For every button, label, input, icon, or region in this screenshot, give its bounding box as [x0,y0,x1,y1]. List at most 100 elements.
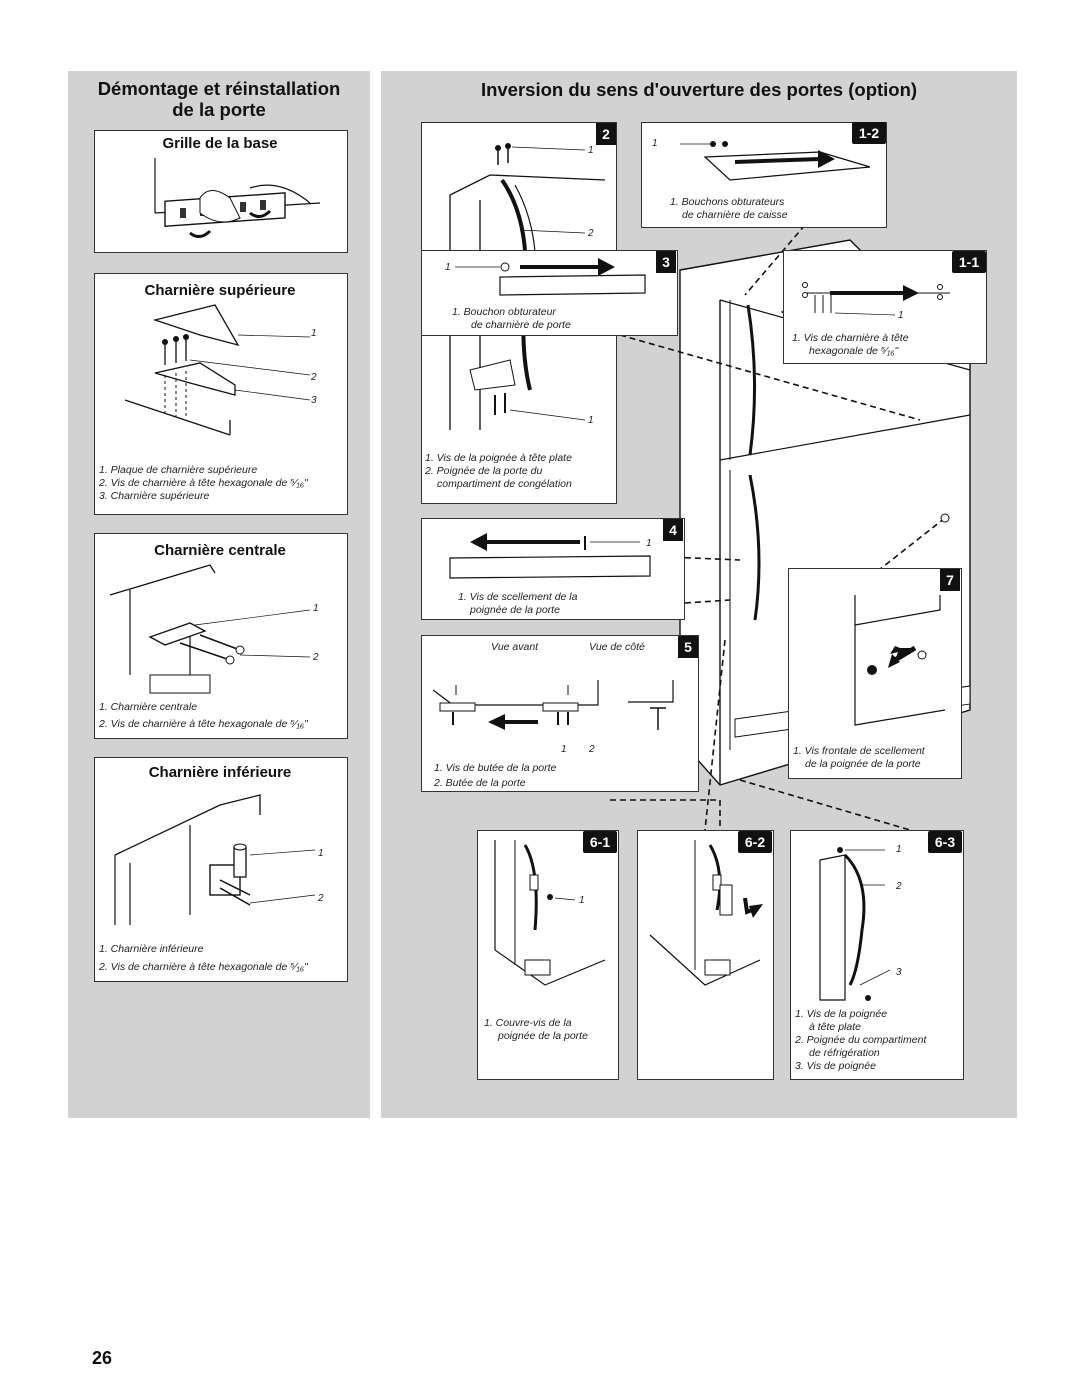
step12-illustration [680,141,871,181]
left-title-line1: Démontage et réinstallation [97,78,341,99]
step63-caption-2: à tête plate [809,1021,861,1033]
centrale-caption-2: 2. Vis de charnière à tête hexagonale de… [99,718,308,730]
step5-illustration [432,680,674,730]
step7-captions: 1. Vis frontale de scellement de la poig… [793,745,925,771]
sup-caption-2: 2. Vis de charnière à tête hexagonale de… [99,477,308,489]
step63-illustration [819,847,891,1001]
step62-badge: 6-2 [738,831,772,853]
step11-caption-1: 1. Vis de charnière à tête [792,332,909,344]
sup-callout-1: 1 [311,328,317,339]
centrale-box [94,533,348,739]
step7-illustration [854,595,946,726]
sup-box [94,273,348,515]
step7-badge: 7 [940,569,960,591]
step4-captions: 1. Vis de scellement de la poignée de la… [458,591,577,617]
step2-caption-3: compartiment de congélation [437,478,572,490]
step63-captions: 1. Vis de la poignée à tête plate 2. Poi… [795,1008,926,1073]
step5-box [421,635,699,792]
inf-title: Charnière inférieure [148,764,292,781]
step61-illustration [494,840,606,986]
step4-badge: 4 [663,519,683,541]
step62-illustration [649,840,763,986]
sup-title: Charnière supérieure [144,282,296,299]
step12-captions: 1. Bouchons obturateurs de charnière de … [670,196,788,222]
step4-caption-1: 1. Vis de scellement de la [458,591,578,603]
step5-callout-2: 2 [589,744,595,755]
step63-box [790,830,964,1080]
step63-caption-4: de réfrigération [809,1047,880,1059]
step3-captions: 1. Bouchon obturateur de charnière de po… [452,306,571,332]
step61-box [477,830,619,1080]
centrale-callout-2: 2 [313,652,319,663]
grille-title: Grille de la base [162,135,278,152]
step11-captions: 1. Vis de charnière à tête hexagonale de… [792,332,909,358]
inf-caption-1: 1. Charnière inférieure [99,943,204,955]
step3-badge: 3 [656,251,676,273]
step12-badge: 1-2 [852,122,886,144]
step2-badge: 2 [596,123,616,145]
page-number: 26 [92,1348,113,1368]
step63-caption-5: 3. Vis de poignée [795,1060,876,1072]
step5-caption-2: 2. Butée de la porte [434,777,526,789]
step3-caption-2: de charnière de porte [471,319,571,331]
sup-caption-1: 1. Plaque de charnière supérieure [99,464,258,476]
inf-illustration [114,794,316,925]
step61-caption-2: poignée de la porte [498,1030,588,1042]
step3-illustration [455,258,646,296]
step2-caption-2: 2. Poignée de la porte du [425,465,543,477]
step63-badge: 6-3 [928,831,962,853]
step63-callout-3: 3 [896,967,902,978]
left-title-line2: de la porte [172,99,266,120]
step62-box [637,830,774,1080]
step63-caption-3: 2. Poignée du compartiment [795,1034,927,1046]
inf-callout-2: 2 [318,893,324,904]
step5-badge: 5 [678,636,698,658]
step7-caption-1: 1. Vis frontale de scellement [793,745,925,757]
sup-callout-3: 3 [311,395,317,406]
inf-caption-2: 2. Vis de charnière à tête hexagonale de… [99,961,308,973]
grille-illustration [154,158,321,238]
centrale-title: Charnière centrale [154,542,286,559]
step11-badge: 1-1 [952,251,986,273]
sup-captions: 1. Plaque de charnière supérieure 2. Vis… [99,464,308,503]
step61-callout-1: 1 [579,895,585,906]
inf-callout-1: 1 [318,848,324,859]
step11-caption-2: hexagonale de ⁵⁄₁₆" [809,345,899,357]
step5-captions: 1. Vis de butée de la porte 2. Butée de … [434,761,556,791]
step12-caption-2: de charnière de caisse [682,209,788,221]
step5-label-side: Vue de côté [589,641,645,653]
step3-caption-1: 1. Bouchon obturateur [452,306,556,318]
step12-callout-1: 1 [652,138,658,149]
step12-caption-1: 1. Bouchons obturateurs [670,196,785,208]
step4-illustration [449,533,651,579]
inf-captions: 1. Charnière inférieure 2. Vis de charni… [99,940,308,976]
right-panel-title: Inversion du sens d'ouverture des portes… [480,79,918,100]
step11-callout-1: 1 [898,310,904,321]
sup-illustration [124,304,311,436]
step2-callout-1: 1 [588,145,594,156]
step63-caption-1: 1. Vis de la poignée [795,1008,888,1020]
step4-caption-2: poignée de la porte [470,604,560,616]
step4-callout-1: 1 [646,538,652,549]
centrale-callout-1: 1 [313,603,319,614]
step5-caption-1: 1. Vis de butée de la porte [434,762,557,774]
inf-box [94,757,348,982]
step61-captions: 1. Couvre-vis de la poignée de la porte [484,1017,588,1043]
centrale-captions: 1. Charnière centrale 2. Vis de charnièr… [99,699,308,733]
step2-callout-2: 2 [588,228,594,239]
grille-box [94,130,348,253]
step61-badge: 6-1 [583,831,617,853]
step63-callout-1: 1 [896,844,902,855]
step3-callout-1: 1 [445,262,451,273]
step2-caption-1: 1. Vis de la poignée à tête plate [425,452,572,464]
step7-caption-2: de la poignée de la porte [805,758,921,770]
step63-callout-2: 2 [896,881,902,892]
step11-illustration [802,282,950,316]
step5-label-front: Vue avant [491,641,539,653]
sup-callout-2: 2 [311,372,317,383]
step2-callout-3: 1 [588,415,594,426]
sup-caption-3: 3. Charnière supérieure [99,490,210,502]
step2-captions: 1. Vis de la poignée à tête plate 2. Poi… [425,452,572,491]
centrale-caption-1: 1. Charnière centrale [99,701,198,713]
left-panel-title: Démontage et réinstallation de la porte [68,78,370,120]
